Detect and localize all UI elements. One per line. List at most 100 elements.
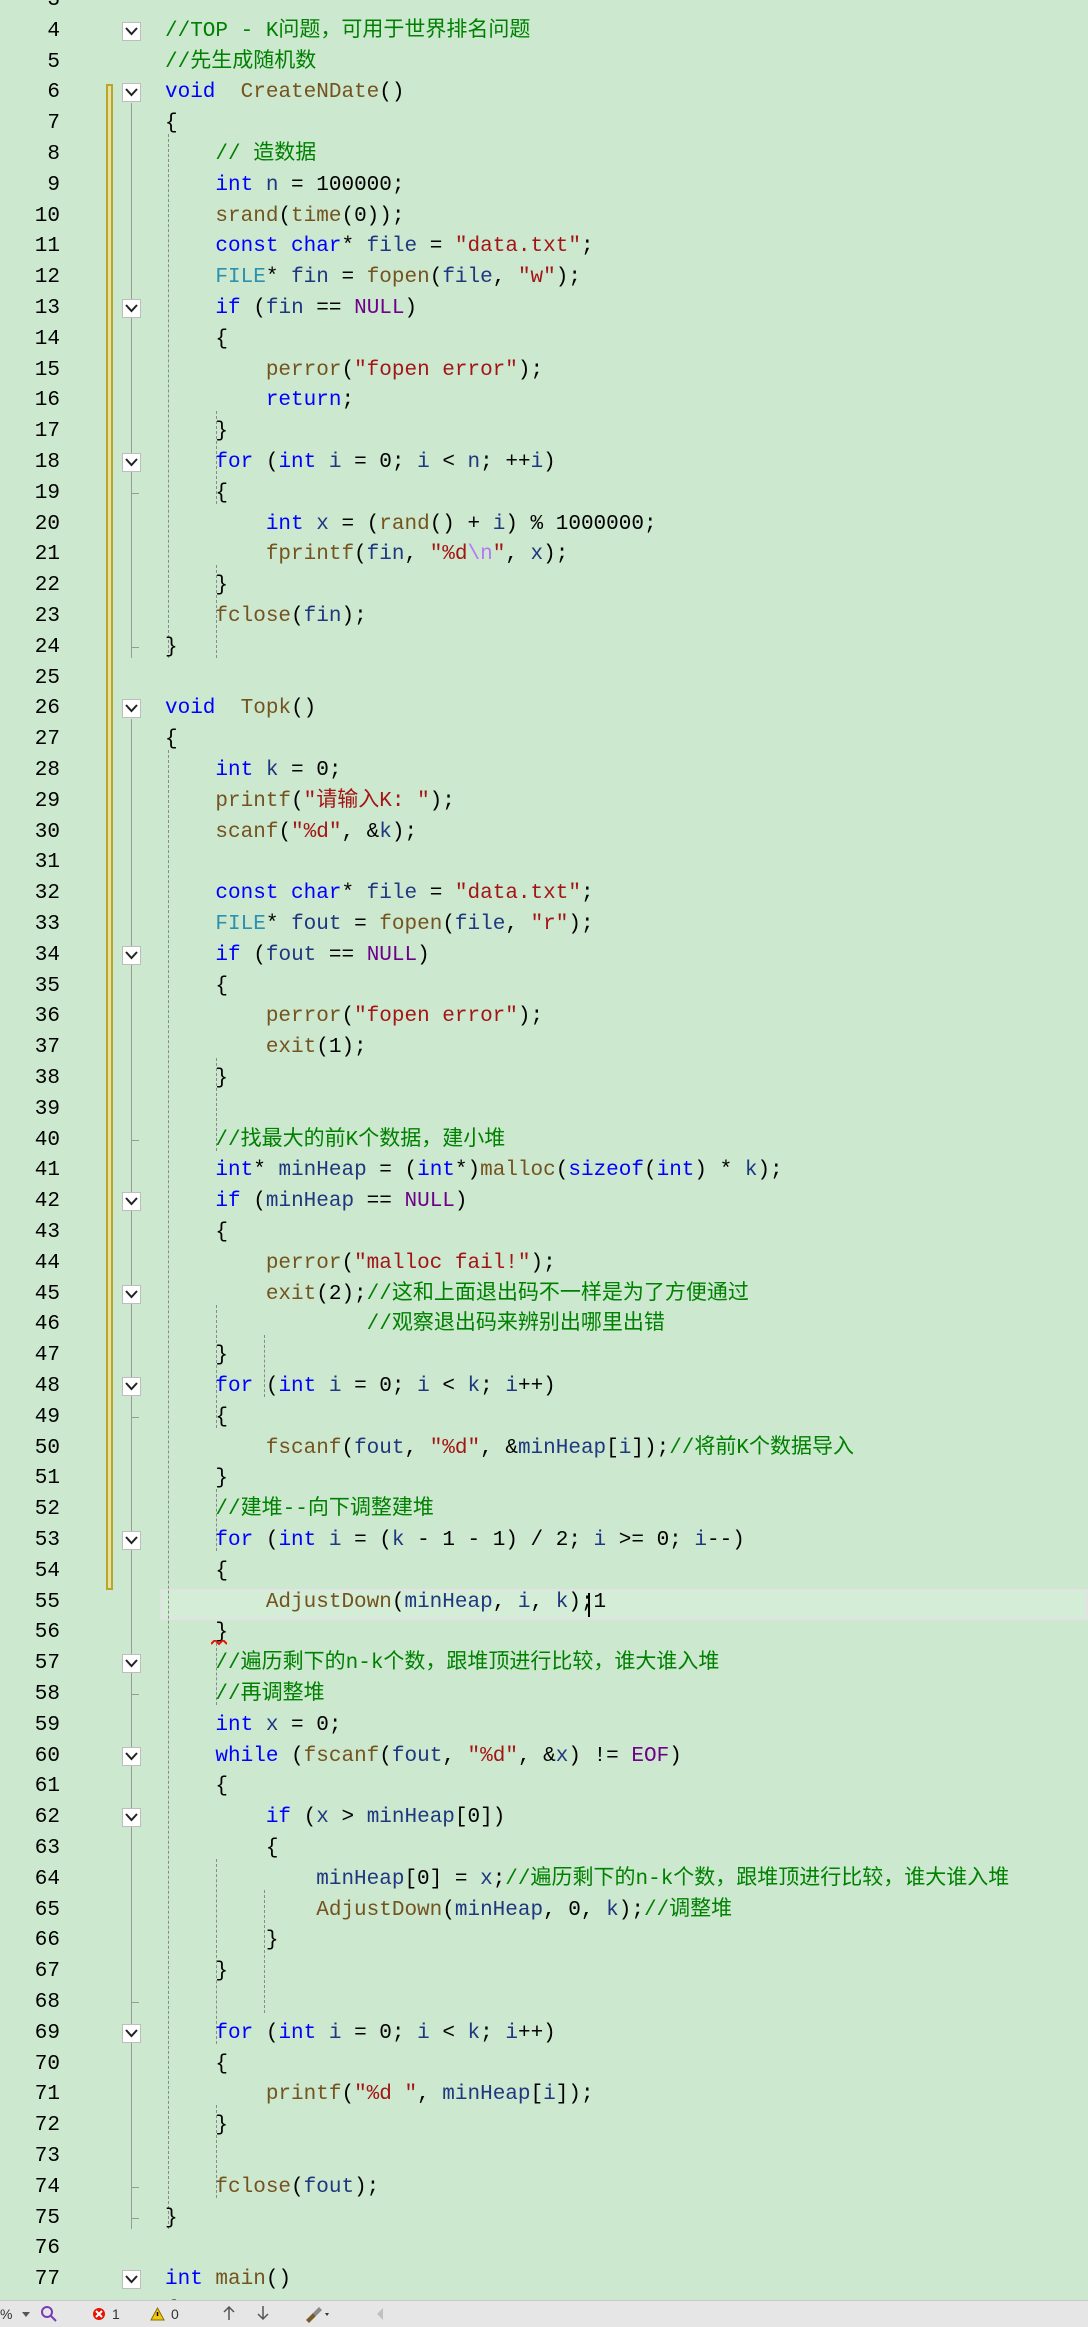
code-text[interactable]: //找最大的前K个数据，建小堆 [165, 1125, 505, 1156]
code-text[interactable]: } [165, 2110, 228, 2141]
code-line[interactable]: 20 int x = (rand() + i) % 1000000; [0, 509, 1088, 540]
collapse-toggle-icon[interactable] [122, 2270, 141, 2290]
code-text[interactable]: const char* file = "data.txt"; [165, 231, 593, 262]
code-text[interactable]: void Topk() [165, 693, 316, 724]
code-line[interactable]: 32 const char* file = "data.txt"; [0, 878, 1088, 909]
collapse-toggle-icon[interactable] [122, 1654, 141, 1674]
code-line[interactable]: 62 if (x > minHeap[0]) [0, 1802, 1088, 1833]
code-text[interactable]: exit(2);//这和上面退出码不一样是为了方便通过 [165, 1279, 749, 1310]
code-line[interactable]: 53 for (int i = (k - 1 - 1) / 2; i >= 0;… [0, 1525, 1088, 1556]
code-text[interactable]: //遍历剩下的n-k个数，跟堆顶进行比较，谁大谁入堆 [165, 1648, 719, 1679]
code-text[interactable]: } [165, 570, 228, 601]
code-text[interactable]: for (int i = (k - 1 - 1) / 2; i >= 0; i-… [165, 1525, 744, 1556]
code-text[interactable]: //先生成随机数 [165, 47, 316, 78]
code-line[interactable]: 14 { [0, 324, 1088, 355]
issues-search-icon[interactable] [40, 2305, 58, 2323]
code-line[interactable]: 33 FILE* fout = fopen(file, "r"); [0, 909, 1088, 940]
code-text[interactable]: int main() [165, 2264, 291, 2295]
code-text[interactable]: { [165, 971, 228, 1002]
code-text[interactable]: // 造数据 [165, 139, 316, 170]
code-text[interactable]: const char* file = "data.txt"; [165, 878, 593, 909]
code-line[interactable]: 55 AdjustDown(minHeap, i, k);1 [0, 1587, 1088, 1618]
code-text[interactable]: //建堆--向下调整建堆 [165, 1494, 433, 1525]
code-line[interactable]: 40 //找最大的前K个数据，建小堆 [0, 1125, 1088, 1156]
code-line[interactable]: 23 fclose(fin); [0, 601, 1088, 632]
code-line[interactable]: 25 [0, 663, 1088, 694]
code-text[interactable]: while (fscanf(fout, "%d", &x) != EOF) [165, 1741, 681, 1772]
code-line[interactable]: 34 if (fout == NULL) [0, 940, 1088, 971]
code-text[interactable]: { [165, 1217, 228, 1248]
code-line[interactable]: 3 [0, 0, 1088, 16]
code-text[interactable]: for (int i = 0; i < n; ++i) [165, 447, 555, 478]
collapse-toggle-icon[interactable] [122, 1284, 141, 1304]
arrow-up-icon[interactable] [222, 2305, 236, 2321]
code-text[interactable]: if (x > minHeap[0]) [165, 1802, 506, 1833]
code-text[interactable]: { [165, 724, 178, 755]
code-text[interactable]: int k = 0; [165, 755, 341, 786]
code-line[interactable]: 47 } [0, 1340, 1088, 1371]
code-line[interactable]: 7{ [0, 108, 1088, 139]
code-line[interactable]: 22 } [0, 570, 1088, 601]
code-line[interactable]: 44 perror("malloc fail!"); [0, 1248, 1088, 1279]
code-text[interactable]: return; [165, 385, 354, 416]
code-line[interactable]: 35 { [0, 971, 1088, 1002]
code-text[interactable]: perror("fopen error"); [165, 1001, 543, 1032]
code-line[interactable]: 69 for (int i = 0; i < k; i++) [0, 2018, 1088, 2049]
zoom-level[interactable]: % [0, 2301, 36, 2327]
collapse-toggle-icon[interactable] [122, 1808, 141, 1828]
code-line[interactable]: 75} [0, 2203, 1088, 2234]
code-line[interactable]: 28 int k = 0; [0, 755, 1088, 786]
code-line[interactable]: 31 [0, 847, 1088, 878]
code-line[interactable]: 18 for (int i = 0; i < n; ++i) [0, 447, 1088, 478]
code-text[interactable]: AdjustDown(minHeap, 0, k);//调整堆 [165, 1895, 732, 1926]
code-line[interactable]: 38 } [0, 1063, 1088, 1094]
code-line[interactable]: 48 for (int i = 0; i < k; i++) [0, 1371, 1088, 1402]
code-line[interactable]: 12 FILE* fin = fopen(file, "w"); [0, 262, 1088, 293]
code-text[interactable]: exit(1); [165, 1032, 367, 1063]
code-text[interactable]: perror("malloc fail!"); [165, 1248, 556, 1279]
code-line[interactable]: 19 { [0, 478, 1088, 509]
code-line[interactable]: 74 fclose(fout); [0, 2172, 1088, 2203]
code-text[interactable]: AdjustDown(minHeap, i, k);1 [165, 1587, 606, 1618]
code-text[interactable]: { [165, 324, 228, 355]
code-line[interactable]: 13 if (fin == NULL) [0, 293, 1088, 324]
code-line[interactable]: 24} [0, 632, 1088, 663]
code-text[interactable]: if (minHeap == NULL) [165, 1186, 467, 1217]
code-line[interactable]: 42 if (minHeap == NULL) [0, 1186, 1088, 1217]
code-text[interactable]: srand(time(0)); [165, 201, 404, 232]
warning-count[interactable]: 0 [150, 2301, 190, 2327]
code-line[interactable]: 66 } [0, 1925, 1088, 1956]
code-text[interactable]: fclose(fout); [165, 2172, 379, 2203]
code-line[interactable]: 16 return; [0, 385, 1088, 416]
code-line[interactable]: 11 const char* file = "data.txt"; [0, 231, 1088, 262]
scroll-left-icon[interactable] [375, 2307, 385, 2321]
collapse-toggle-icon[interactable] [122, 1192, 141, 1212]
code-line[interactable]: 76 [0, 2233, 1088, 2264]
code-text[interactable]: } [165, 632, 178, 663]
code-text[interactable]: { [165, 2049, 228, 2080]
collapse-toggle-icon[interactable] [122, 945, 141, 965]
code-line[interactable]: 39 [0, 1094, 1088, 1125]
code-text[interactable]: minHeap[0] = x;//遍历剩下的n-k个数，跟堆顶进行比较，谁大谁入… [165, 1864, 1009, 1895]
code-line[interactable]: 29 printf("请输入K: "); [0, 786, 1088, 817]
code-line[interactable]: 27{ [0, 724, 1088, 755]
code-line[interactable]: 64 minHeap[0] = x;//遍历剩下的n-k个数，跟堆顶进行比较，谁… [0, 1864, 1088, 1895]
code-line[interactable]: 5//先生成随机数 [0, 47, 1088, 78]
code-line[interactable]: 57 //遍历剩下的n-k个数，跟堆顶进行比较，谁大谁入堆 [0, 1648, 1088, 1679]
code-line[interactable]: 46 //观察退出码来辨别出哪里出错 [0, 1309, 1088, 1340]
code-text[interactable]: FILE* fin = fopen(file, "w"); [165, 262, 581, 293]
code-text[interactable]: for (int i = 0; i < k; i++) [165, 2018, 555, 2049]
code-line[interactable]: 56 } [0, 1617, 1088, 1648]
code-text[interactable]: fclose(fin); [165, 601, 366, 632]
collapse-toggle-icon[interactable] [122, 699, 141, 719]
code-text[interactable]: printf("%d ", minHeap[i]); [165, 2079, 594, 2110]
code-line[interactable]: 43 { [0, 1217, 1088, 1248]
code-text[interactable]: { [165, 108, 178, 139]
code-text[interactable]: //再调整堆 [165, 1679, 324, 1710]
code-text[interactable]: { [165, 1771, 228, 1802]
collapse-toggle-icon[interactable] [122, 453, 141, 472]
code-text[interactable]: fscanf(fout, "%d", &minHeap[i]);//将前K个数据… [165, 1433, 854, 1464]
